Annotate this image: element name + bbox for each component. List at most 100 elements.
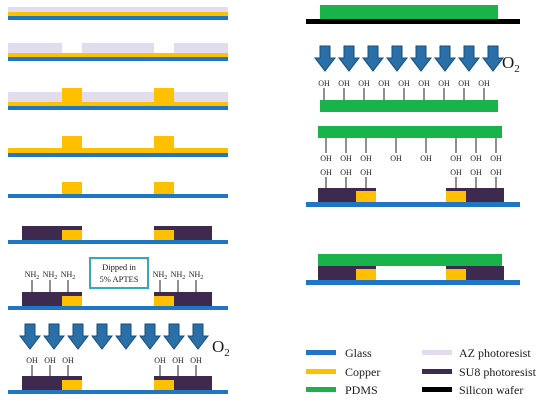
- az-photoresist-layer: [8, 92, 228, 102]
- copper-pillar: [446, 191, 466, 202]
- hydroxyl-label: OH: [26, 356, 38, 365]
- legend-item-su8-photoresist: SU8 photoresist: [422, 365, 537, 379]
- oxygen-plasma-arrow: [67, 323, 89, 350]
- oxygen-plasma-arrow: [386, 45, 408, 72]
- copper-pillar: [446, 269, 466, 280]
- oxygen-plasma-arrow: [187, 323, 209, 350]
- hydroxyl-label: OH: [190, 356, 202, 365]
- hydroxyl-label: OH: [478, 79, 490, 88]
- legend-label-silicon-wafer: Silicon wafer: [459, 383, 523, 397]
- silicon-wafer: [306, 19, 520, 24]
- copper-pillar: [62, 296, 82, 306]
- copper-pillar: [154, 230, 174, 240]
- hydroxyl-label: OH: [172, 356, 184, 365]
- oxygen-plasma-arrow: [362, 45, 384, 72]
- copper-layer: [8, 102, 228, 106]
- aptes-callout: Dipped in 5% APTES: [89, 257, 149, 289]
- hydroxyl-label: OH: [470, 154, 482, 163]
- oxygen-plasma-arrow: [410, 45, 432, 72]
- step-5-stack: [8, 182, 228, 198]
- oxygen-plasma-arrow: [139, 323, 161, 350]
- hydroxyl-label: OH: [378, 79, 390, 88]
- legend-label-su8-photoresist: SU8 photoresist: [459, 365, 537, 379]
- copper-layer: [8, 148, 228, 153]
- amine-label: NH2: [61, 270, 76, 281]
- hydroxyl-label: OH: [62, 356, 74, 365]
- hydroxyl-label: OH: [360, 168, 372, 177]
- hydroxyl-label: OH: [154, 356, 166, 365]
- hydroxyl-group-row: OH OH OH OH OH OH: [26, 356, 202, 376]
- oxygen-plasma-arrow: [338, 45, 360, 72]
- oxygen-plasma-arrow: [482, 45, 504, 72]
- glass-substrate: [8, 306, 228, 310]
- legend-swatch-pdms: [306, 387, 336, 392]
- az-photoresist-block: [174, 43, 228, 53]
- legend-label-az-photoresist: AZ photoresist: [459, 346, 531, 360]
- amine-label: NH2: [153, 270, 168, 281]
- oxygen-plasma-arrow: [163, 323, 185, 350]
- hydroxyl-label: OH: [360, 154, 372, 163]
- oxygen-plasma-arrow: [458, 45, 480, 72]
- step-1-stack: [8, 7, 228, 20]
- glass-substrate: [8, 153, 228, 157]
- legend-item-az-photoresist: AZ photoresist: [422, 346, 531, 360]
- pdms-layer: [318, 254, 502, 266]
- hydroxyl-label: OH: [338, 79, 350, 88]
- step-2-stack: [8, 43, 228, 61]
- legend-item-copper: Copper: [306, 365, 380, 379]
- legend-swatch-glass: [306, 350, 336, 355]
- oxygen-plasma-arrow: [115, 323, 137, 350]
- az-photoresist-block: [82, 43, 154, 53]
- oxygen-plasma-arrow: [314, 45, 336, 72]
- copper-pillar: [154, 182, 174, 194]
- hydroxyl-label: OH: [320, 154, 332, 163]
- glass-substrate: [8, 16, 228, 20]
- hydroxyl-label: OH: [340, 168, 352, 177]
- hydroxyl-label: OH: [490, 154, 502, 163]
- copper-pillar: [356, 191, 376, 202]
- glass-substrate: [306, 280, 520, 285]
- hydroxyl-label: OH: [390, 154, 402, 163]
- hydroxyl-label: OH: [340, 154, 352, 163]
- oxygen-plasma-arrow: [91, 323, 113, 350]
- copper-pillar: [62, 88, 82, 102]
- oxygen-plasma-arrows: [19, 323, 209, 350]
- hydroxyl-label: OH: [320, 168, 332, 177]
- copper-pillar: [154, 296, 174, 306]
- legend: Glass Copper PDMS AZ photoresist SU8 pho…: [306, 346, 537, 397]
- legend-swatch-az-photoresist: [422, 350, 452, 355]
- pdms-layer: [318, 126, 502, 138]
- oxygen-plasma-arrow: [434, 45, 456, 72]
- oxygen-label-right: O2: [502, 53, 520, 75]
- copper-pillar: [356, 269, 376, 280]
- oxygen-plasma-arrows: [314, 45, 504, 72]
- amine-label: NH2: [189, 270, 204, 281]
- legend-swatch-su8-photoresist: [422, 369, 452, 374]
- glass-substrate: [306, 202, 520, 207]
- az-photoresist-layer: [8, 7, 228, 12]
- copper-layer: [8, 12, 228, 16]
- aptes-callout-line1: Dipped in: [102, 262, 137, 272]
- glass-substrate: [8, 57, 228, 61]
- hydroxyl-label: OH: [458, 79, 470, 88]
- amine-label: NH2: [43, 270, 58, 281]
- step-4-stack: [8, 136, 228, 157]
- hydroxyl-label: OH: [398, 79, 410, 88]
- legend-label-copper: Copper: [345, 365, 380, 379]
- amine-label: NH2: [171, 270, 186, 281]
- copper-layer: [8, 53, 228, 57]
- hydroxyl-label: OH: [490, 168, 502, 177]
- hydroxyl-label: OH: [44, 356, 56, 365]
- aptes-callout-line2: 5% APTES: [100, 274, 139, 284]
- hydroxyl-label: OH: [420, 154, 432, 163]
- hydroxyl-label: OH: [438, 79, 450, 88]
- pdms-layer: [320, 5, 498, 19]
- legend-label-glass: Glass: [345, 346, 372, 360]
